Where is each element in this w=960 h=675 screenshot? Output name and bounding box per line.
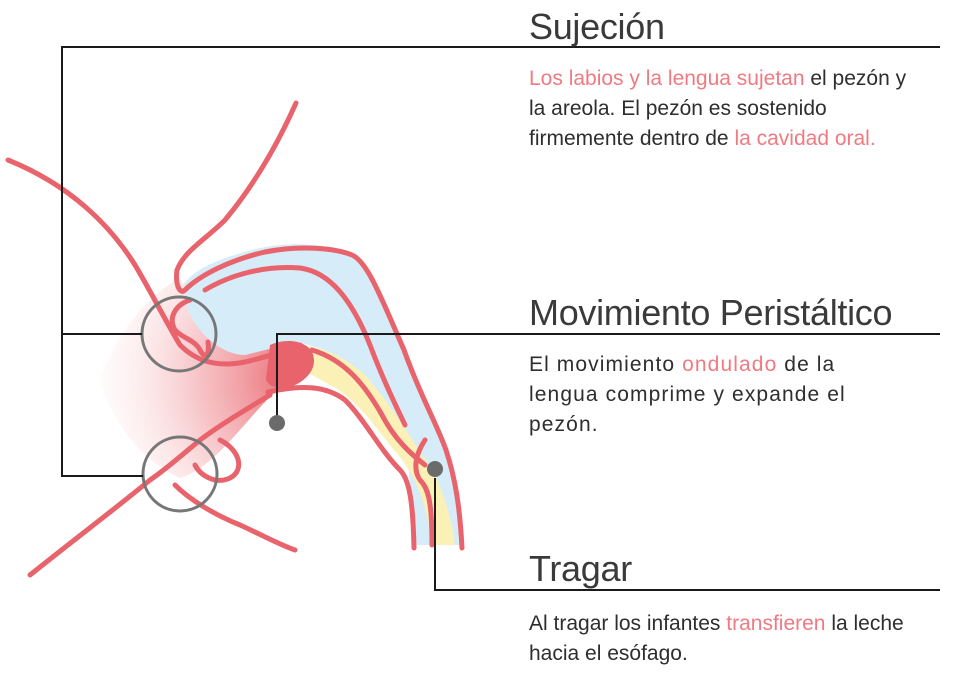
lower-lip-curl <box>192 437 242 483</box>
tongue <box>300 345 455 545</box>
swallow-marker-dot <box>427 461 443 477</box>
nipple-areola-region <box>100 278 313 478</box>
sujecion-leader-line <box>61 46 940 477</box>
peristaltico-title: Movimiento Peristáltico <box>529 292 893 333</box>
face-profile-upper <box>5 157 303 367</box>
peristaltico-highlight-1: ondulado <box>682 353 778 376</box>
tragar-title: Tragar <box>529 548 632 589</box>
sujecion-title: Sujeción <box>529 6 665 47</box>
sujecion-description: Los labios y la lengua sujetan el pezón … <box>529 64 924 154</box>
peristaltic-marker-dot <box>269 415 285 431</box>
sujecion-highlight-1: Los labios y la lengua sujetan <box>529 67 805 90</box>
tragar-text-2: la leche hacia el esófago. <box>529 612 904 665</box>
upper-lip-curl <box>169 297 211 358</box>
lower-lip-seal-circle <box>141 435 219 513</box>
peristaltico-text-1: El movimiento <box>529 353 683 376</box>
peristaltico-text-2: de la lengua comprime y expande el pezón… <box>529 353 846 436</box>
tongue-edge-bottom <box>265 384 417 551</box>
sujecion-highlight-2: la cavidad oral. <box>734 127 876 150</box>
tragar-text-1: Al tragar los infantes <box>529 612 727 635</box>
sujecion-text-1: el pezón y la areola. El pezón es sosten… <box>529 67 907 150</box>
tragar-leader-line <box>434 478 940 591</box>
peristaltico-leader-line <box>276 333 940 415</box>
chin-outline <box>172 482 298 553</box>
upper-lip-outline <box>174 100 465 551</box>
tongue-edge-top <box>309 347 428 468</box>
lower-lip-outline <box>27 392 273 578</box>
tragar-highlight-1: transfieren <box>726 612 826 635</box>
nasal-cavity-wall <box>202 264 408 428</box>
peristaltico-description: El movimiento ondulado de la lengua comp… <box>529 350 904 440</box>
epiglottis <box>413 437 435 548</box>
tragar-description: Al tragar los infantes transfieren la le… <box>529 609 929 669</box>
